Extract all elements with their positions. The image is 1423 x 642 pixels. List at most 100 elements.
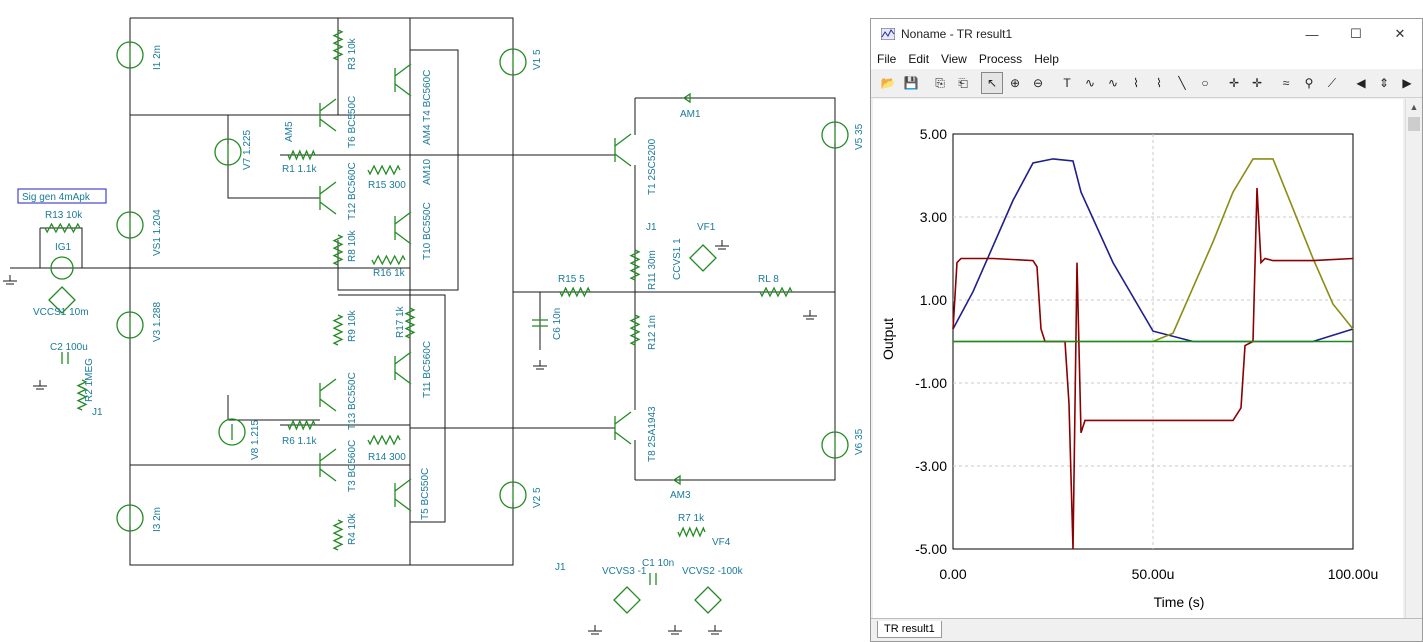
- signal-generator-ig1[interactable]: [50, 256, 74, 280]
- source-vs1[interactable]: [116, 211, 144, 239]
- save-icon[interactable]: 💾: [903, 76, 919, 90]
- v2-label: V2 5: [532, 487, 543, 508]
- resistor-r16[interactable]: [371, 254, 406, 266]
- ammeter-am3[interactable]: [672, 474, 681, 486]
- scroll-up-icon[interactable]: ▲: [1409, 102, 1419, 112]
- resistor-r15b[interactable]: [367, 164, 401, 176]
- arrow-right-icon[interactable]: ▶: [1402, 76, 1412, 90]
- transistor-t11[interactable]: [394, 351, 412, 385]
- arrow-updown-icon[interactable]: ⇕: [1378, 76, 1390, 90]
- r6-label: R6 1.1k: [282, 436, 317, 447]
- resistor-r12[interactable]: [629, 314, 641, 346]
- circuit-schematic[interactable]: Sig gen 4mApk R13 10k IG1 VCCS1 10m C2 1…: [0, 0, 870, 642]
- transistor-t8[interactable]: [614, 411, 632, 445]
- open-icon[interactable]: 📂: [880, 76, 896, 90]
- add-curve-icon[interactable]: ≈: [1282, 76, 1290, 90]
- am10-label: AM10: [422, 158, 433, 185]
- ground-1[interactable]: [3, 275, 17, 285]
- ground-8[interactable]: [715, 240, 729, 250]
- source-i3[interactable]: [116, 504, 144, 532]
- resistor-r1[interactable]: [287, 149, 316, 161]
- menu-edit[interactable]: Edit: [908, 52, 930, 66]
- ground-5[interactable]: [588, 625, 602, 635]
- source-v5[interactable]: [821, 121, 849, 149]
- capacitor-c6[interactable]: [532, 319, 548, 327]
- capacitor-c2[interactable]: [61, 352, 69, 364]
- curve-label2-icon[interactable]: ∿: [1107, 76, 1119, 90]
- vf1-label: VF1: [697, 222, 716, 233]
- tab-tr-result1[interactable]: TR result1: [877, 621, 942, 638]
- zoom-in-icon[interactable]: ⊕: [1009, 76, 1021, 90]
- resistor-rl[interactable]: [759, 286, 793, 298]
- r2-label: R2 1MEG: [84, 358, 95, 402]
- scroll-thumb[interactable]: [1408, 117, 1420, 131]
- i3-label: I3 2m: [152, 507, 163, 532]
- pointer-icon[interactable]: ↖: [981, 72, 1003, 94]
- source-vcvs3[interactable]: [613, 586, 641, 614]
- maximize-icon[interactable]: ☐: [1350, 26, 1362, 41]
- transistor-t10[interactable]: [394, 211, 412, 245]
- resistor-r17[interactable]: [404, 307, 416, 339]
- circle-icon[interactable]: ○: [1201, 76, 1209, 90]
- transistor-t6[interactable]: [319, 98, 337, 132]
- menu-view[interactable]: View: [941, 52, 967, 66]
- curve-label-icon[interactable]: ∿: [1084, 76, 1096, 90]
- resistor-r3[interactable]: [332, 29, 344, 61]
- source-vcvs2[interactable]: [694, 586, 722, 614]
- arrow-left-icon[interactable]: ◀: [1356, 76, 1366, 90]
- menu-help[interactable]: Help: [1034, 52, 1059, 66]
- resistor-r7[interactable]: [677, 526, 706, 538]
- text-icon[interactable]: T: [1063, 76, 1071, 90]
- ground-7[interactable]: [708, 625, 722, 635]
- transistor-t5[interactable]: [394, 478, 412, 512]
- ground-3[interactable]: [533, 360, 547, 370]
- source-v7[interactable]: [214, 138, 242, 166]
- title-bar[interactable]: Noname - TR result1 — ☐ ✕: [871, 19, 1422, 49]
- ground-6[interactable]: [668, 625, 682, 635]
- minimize-icon[interactable]: —: [1305, 26, 1319, 42]
- resistor-r2[interactable]: [76, 379, 88, 411]
- line-icon[interactable]: ╲: [1178, 76, 1186, 90]
- ground-2[interactable]: [33, 380, 47, 390]
- slope-icon[interactable]: ⟋: [1327, 75, 1337, 90]
- probe-icon[interactable]: ⚲: [1304, 76, 1314, 90]
- resistor-r11[interactable]: [629, 249, 641, 281]
- transistor-t1[interactable]: [614, 133, 632, 167]
- curve-icon[interactable]: ⌇: [1133, 76, 1139, 90]
- transistor-t12[interactable]: [319, 181, 337, 215]
- source-v8[interactable]: [218, 418, 246, 446]
- zoom-100-icon[interactable]: ⊖: [1032, 76, 1044, 90]
- ground-4[interactable]: [803, 310, 817, 320]
- tr-result-window[interactable]: Noname - TR result1 — ☐ ✕ File Edit View…: [870, 18, 1423, 642]
- copy-icon[interactable]: ⎘: [935, 75, 945, 90]
- source-v2[interactable]: [499, 481, 527, 509]
- resistor-r15[interactable]: [559, 286, 591, 298]
- source-vccs1[interactable]: [48, 286, 76, 314]
- resistor-r14[interactable]: [367, 434, 401, 446]
- transistor-t13[interactable]: [319, 378, 337, 412]
- resistor-r8[interactable]: [332, 234, 344, 266]
- close-icon[interactable]: ✕: [1394, 26, 1406, 41]
- cursor-a-icon[interactable]: ✛: [1228, 76, 1240, 90]
- v3-label: V3 1.288: [152, 302, 163, 342]
- resistor-r9[interactable]: [332, 314, 344, 346]
- resistor-r13[interactable]: [44, 222, 81, 234]
- vertical-scrollbar[interactable]: ▲: [1405, 99, 1422, 619]
- menu-file[interactable]: File: [877, 52, 897, 66]
- transistor-t4[interactable]: [394, 63, 412, 97]
- source-ccvs1[interactable]: [689, 244, 717, 272]
- source-i1[interactable]: [116, 41, 144, 69]
- ammeter-am1[interactable]: [682, 92, 691, 104]
- capacitor-c1[interactable]: [649, 573, 657, 585]
- menu-process[interactable]: Process: [978, 52, 1023, 66]
- resistor-r4[interactable]: [332, 519, 344, 551]
- curve2-icon[interactable]: ⌇: [1156, 76, 1162, 90]
- paste-icon[interactable]: ⎗: [958, 75, 968, 90]
- source-v1[interactable]: [499, 48, 527, 76]
- cursor-b-icon[interactable]: ✛: [1251, 76, 1263, 90]
- source-v3[interactable]: [116, 311, 144, 339]
- source-v6[interactable]: [821, 431, 849, 459]
- transistor-t3[interactable]: [319, 448, 337, 482]
- resistor-r6[interactable]: [287, 419, 316, 431]
